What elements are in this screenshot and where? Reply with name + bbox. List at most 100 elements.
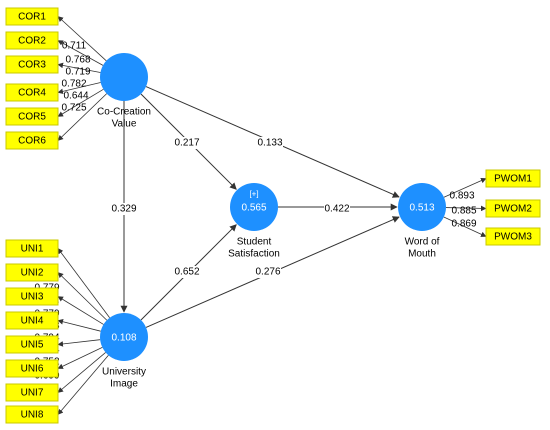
indicator-box xyxy=(5,55,59,74)
indicator-label: PWOM1 xyxy=(494,174,532,185)
indicator-uni2[interactable]: UNI2 xyxy=(5,263,59,282)
path-coef-ui-ss: 0.652 xyxy=(174,267,199,278)
indicator-uni7[interactable]: UNI7 xyxy=(5,383,59,402)
construct-label-line: Image xyxy=(110,379,138,390)
indicator-box xyxy=(5,7,59,26)
indicator-box xyxy=(485,227,541,246)
indicator-box xyxy=(5,263,59,282)
indicator-label: UNI4 xyxy=(21,316,44,327)
indicator-cor4[interactable]: COR4 xyxy=(5,83,59,102)
loading-edge-uni6 xyxy=(57,346,103,369)
loading-edge-uni8 xyxy=(57,355,109,415)
indicator-uni4[interactable]: UNI4 xyxy=(5,311,59,330)
indicator-pwom1[interactable]: PWOM1 xyxy=(485,169,541,188)
construct-value: 0.565 xyxy=(241,203,266,214)
loading-edge-uni1 xyxy=(57,248,110,319)
indicator-label: COR2 xyxy=(18,36,46,47)
path-coef-ccv-ss: 0.217 xyxy=(174,138,199,149)
loading-edge-pwom2 xyxy=(445,205,487,212)
loading-edge-cor2 xyxy=(57,40,104,66)
indicator-box xyxy=(5,335,59,354)
loading-value-pwom1: 0.893 xyxy=(449,191,474,202)
loading-value-pwom3: 0.869 xyxy=(451,219,476,230)
indicator-cor6[interactable]: COR6 xyxy=(5,131,59,150)
indicator-uni5[interactable]: UNI5 xyxy=(5,335,59,354)
indicator-label: UNI3 xyxy=(21,292,44,303)
path-coef-bg xyxy=(174,266,200,278)
loading-value-cor5: 0.644 xyxy=(63,91,88,102)
indicator-box xyxy=(5,311,59,330)
loading-value-cor6: 0.725 xyxy=(61,103,86,114)
indicator-label: COR3 xyxy=(18,60,46,71)
indicator-label: UNI6 xyxy=(21,364,44,375)
loading-edge-cor4 xyxy=(57,82,101,95)
indicator-box xyxy=(5,383,59,402)
path-coef-bg xyxy=(111,203,137,215)
construct-label-line: University xyxy=(102,367,146,378)
indicator-label: UNI7 xyxy=(21,388,44,399)
indicator-box xyxy=(485,199,541,218)
construct-label-line: Satisfaction xyxy=(228,249,280,260)
loading-edge-cor6 xyxy=(57,93,107,141)
loading-edge-uni5 xyxy=(57,339,101,347)
construct-circle xyxy=(100,313,148,361)
path-coef-bg xyxy=(324,203,350,215)
loading-value-cor1: 0.711 xyxy=(62,41,87,52)
indicator-label: PWOM2 xyxy=(494,204,532,215)
construct-label-line: Student xyxy=(237,237,272,248)
nodes-layer: COR1COR2COR3COR4COR5COR6UNI1UNI2UNI3UNI4… xyxy=(5,7,541,424)
indicator-box xyxy=(5,359,59,378)
indicator-box xyxy=(5,405,59,424)
loading-edge-uni2 xyxy=(57,272,108,321)
loading-edge-pwom3 xyxy=(443,216,487,237)
indicator-label: PWOM3 xyxy=(494,232,532,243)
construct-label-line: Co-Creation xyxy=(97,107,151,118)
indicator-box xyxy=(5,31,59,50)
construct-label-line: Word of xyxy=(405,237,440,248)
indicator-cor2[interactable]: COR2 xyxy=(5,31,59,50)
loading-value-pwom2: 0.885 xyxy=(451,206,476,217)
loading-edge-pwom1 xyxy=(443,177,487,198)
indicator-uni1[interactable]: UNI1 xyxy=(5,239,59,258)
construct-circle xyxy=(230,183,278,231)
loading-edge-cor5 xyxy=(57,88,104,117)
indicator-box xyxy=(5,131,59,150)
indicator-pwom2[interactable]: PWOM2 xyxy=(485,199,541,218)
indicator-uni6[interactable]: UNI6 xyxy=(5,359,59,378)
path-coef-bg xyxy=(257,137,283,149)
path-coef-bg xyxy=(255,266,281,278)
indicator-label: UNI2 xyxy=(21,268,44,279)
indicator-pwom3[interactable]: PWOM3 xyxy=(485,227,541,246)
indicator-box xyxy=(5,83,59,102)
indicator-cor1[interactable]: COR1 xyxy=(5,7,59,26)
construct-circle xyxy=(398,183,446,231)
indicator-label: COR6 xyxy=(18,136,46,147)
loading-value-cor4: 0.782 xyxy=(61,79,86,90)
indicator-cor5[interactable]: COR5 xyxy=(5,107,59,126)
loading-edge-uni4 xyxy=(57,319,101,332)
indicator-box xyxy=(5,287,59,306)
indicator-label: UNI1 xyxy=(21,244,44,255)
construct-value: 0.513 xyxy=(409,203,434,214)
loading-edge-cor1 xyxy=(57,16,107,62)
indicator-uni3[interactable]: UNI3 xyxy=(5,287,59,306)
indicator-box xyxy=(5,239,59,258)
loading-edge-uni7 xyxy=(57,352,106,393)
indicator-box xyxy=(485,169,541,188)
path-coef-ui-wom: 0.276 xyxy=(255,267,280,278)
indicator-uni8[interactable]: UNI8 xyxy=(5,405,59,424)
loading-edge-uni3 xyxy=(57,296,104,325)
loading-value-cor2: 0.768 xyxy=(65,55,90,66)
indicator-label: COR4 xyxy=(18,88,46,99)
indicator-cor3[interactable]: COR3 xyxy=(5,55,59,74)
construct-value: 0.108 xyxy=(111,333,136,344)
construct-label-line: Mouth xyxy=(408,249,436,260)
path-coef-ss-wom: 0.422 xyxy=(324,204,349,215)
path-coef-bg xyxy=(174,137,200,149)
construct-tag: [+] xyxy=(249,190,258,199)
